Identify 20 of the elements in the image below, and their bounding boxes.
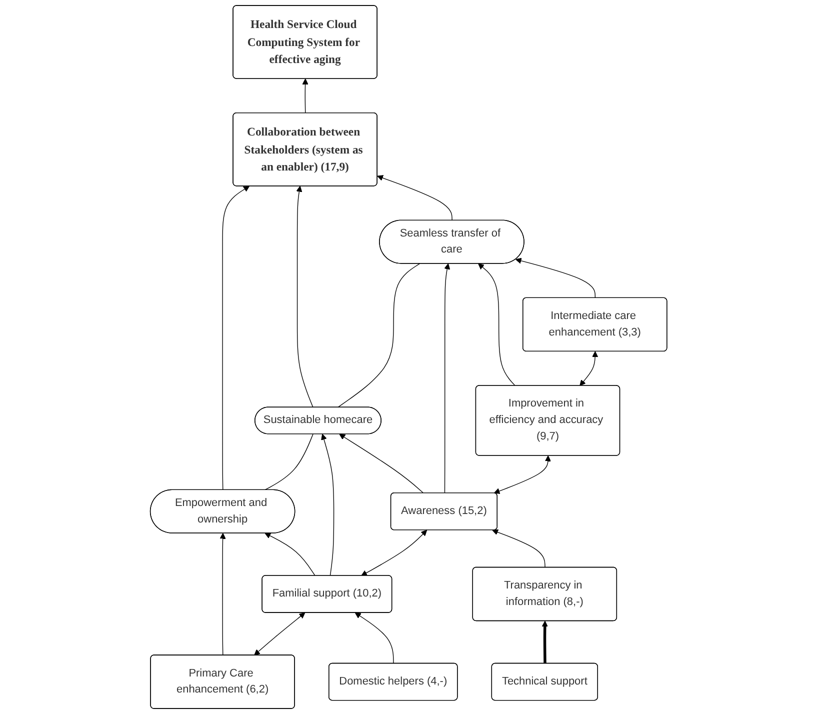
arrow	[340, 434, 424, 494]
arrow	[516, 258, 596, 298]
arrow	[265, 533, 316, 576]
arrow	[494, 456, 552, 494]
connector	[338, 263, 420, 408]
arrow	[302, 78, 309, 114]
arrow	[478, 263, 516, 386]
arrow	[378, 175, 453, 221]
arrow	[492, 529, 546, 568]
arrow	[542, 620, 548, 664]
arrow	[222, 186, 250, 490]
arrow	[355, 612, 394, 664]
arrow	[296, 186, 314, 408]
arrow	[220, 533, 226, 656]
arrow	[321, 434, 335, 576]
arrow	[444, 263, 451, 494]
arrow	[580, 351, 599, 386]
connector	[264, 434, 314, 490]
arrow	[254, 612, 306, 656]
arrow	[362, 530, 428, 576]
